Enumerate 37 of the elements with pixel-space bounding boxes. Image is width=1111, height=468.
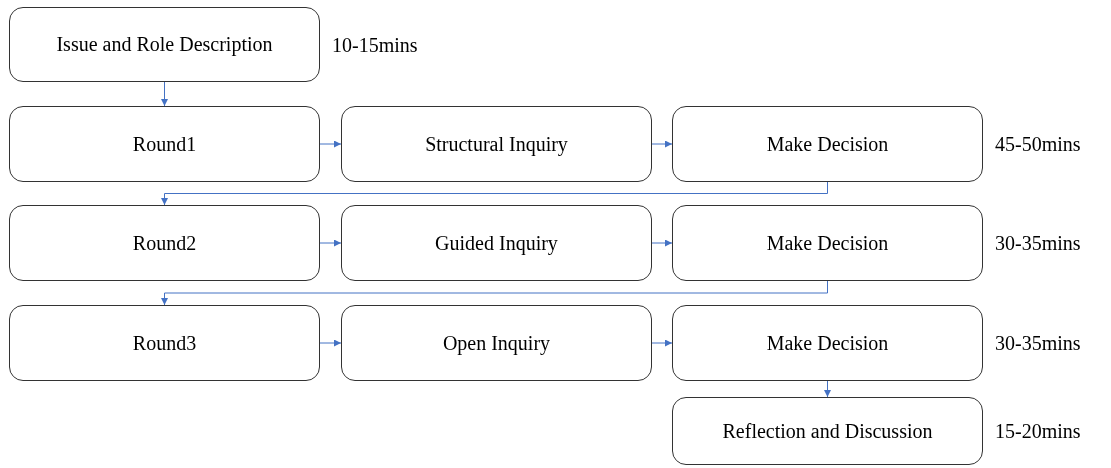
box-label: Issue and Role Description [56,32,273,57]
process-box [341,305,652,381]
arrow [824,380,831,398]
box-label: Round2 [132,230,197,256]
duration-label: 30-35mins [995,331,1081,356]
arrow [319,239,342,247]
arrow [651,239,673,247]
arrow [161,280,828,306]
box-label: Make Decision [766,230,889,256]
arrow [319,140,342,148]
box-label: Structural Inquiry [425,131,568,157]
box-label: Make Decision [766,131,889,157]
box-label: Round3 [132,330,197,356]
box-label: Round1 [132,131,197,157]
process-box [672,205,983,281]
process-box [672,106,983,182]
process-box [9,205,320,281]
box-label: Open Inquiry [442,330,551,356]
arrow [651,339,673,347]
process-box [9,106,320,182]
box-label: Guided Inquiry [435,230,558,256]
arrow [319,339,342,347]
duration-label: 45-50mins [995,132,1081,157]
process-box [9,305,320,381]
process-box [672,397,983,465]
duration-label: 15-20mins [995,419,1081,444]
arrow [651,140,673,148]
process-box [672,305,983,381]
box-label: Reflection and Discussion [722,418,933,444]
process-box [9,7,320,82]
process-box [341,106,652,182]
process-box [341,205,652,281]
duration-label: 30-35mins [995,231,1081,256]
arrow [161,81,168,107]
arrow [161,181,828,206]
duration-label: 10-15mins [332,32,418,58]
box-label: Make Decision [766,330,889,356]
